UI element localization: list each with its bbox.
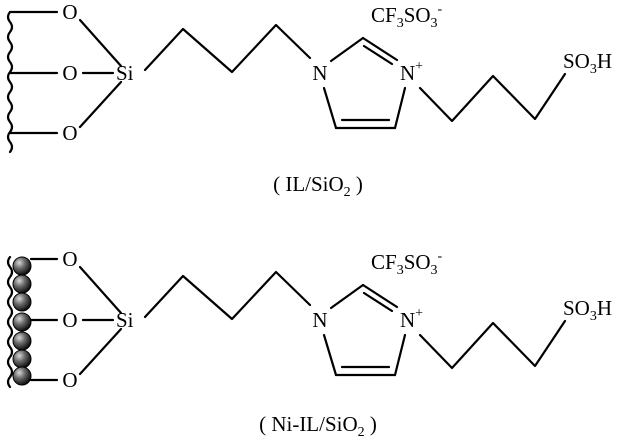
n3-symbol: N [400,61,415,85]
imidazolium-n1: N [312,61,327,85]
ring-bond-n1-c5 [322,333,338,377]
nickel-particle [12,256,32,276]
oxygen-bot: O [62,368,77,392]
anion-sub2: 3 [431,263,438,278]
oxygen-top: O [62,0,77,24]
anion-sub1: 3 [397,16,404,31]
n3-charge: + [415,59,423,74]
nickel-particle [12,366,32,386]
nickel-particle [12,331,32,351]
anion-charge: - [438,2,443,17]
structure-il-sio2: O O O Si N N+ CF3SO3- SO3H ( IL/SiO2 ) [6,0,612,200]
structure-ni-il-sio2: O O O Si N N+ CF3SO3- SO3H ( Ni-IL/SiO2 … [6,247,612,440]
acid-sub: 3 [590,62,597,77]
oxygen-top: O [62,247,77,271]
imidazolium-n3: N+ [400,306,423,332]
o-si-bond-top [78,18,123,68]
caption-ni-il-sio2: ( Ni-IL/SiO2 ) [259,412,377,440]
oxygen-mid: O [62,61,77,85]
silica-surface-wavy [6,255,14,389]
silicon-atom: Si [116,61,134,85]
nickel-particle [12,349,32,369]
imidazolium-n3: N+ [400,59,423,85]
ring-double-bond-c2-n3 [362,291,394,313]
oxygen-mid: O [62,308,77,332]
caption-close: ) [351,172,363,196]
ring-bond-c2-n3 [361,36,399,62]
ring-bond-c2-n3 [361,283,399,309]
o-si-bond-bot [78,80,123,129]
ring-bond-n1-c5 [322,86,338,130]
ring-bond-c4-n3 [393,333,407,377]
anion-cf: CF [371,250,397,274]
acid-h: H [597,49,612,73]
caption-sub: 2 [344,185,351,200]
silicon-atom: Si [116,308,134,332]
n3-charge: + [415,306,423,321]
anion-sub1: 3 [397,263,404,278]
acid-sub: 3 [590,309,597,324]
propyl-linker [143,23,312,74]
sulfopropyl-chain [418,72,567,123]
ring-bond-n1-c2 [329,283,365,310]
nickel-particle [12,312,32,332]
anion-charge: - [438,249,443,264]
ring-bond-c4-n3 [393,86,407,130]
nickel-particle [12,292,32,312]
sulfonic-acid-group: SO3H [563,49,612,77]
caption-open: ( IL/SiO [273,172,344,196]
oxygen-bot: O [62,121,77,145]
triflate-anion: CF3SO3- [371,249,443,278]
ring-double-bond-c2-n3 [362,44,394,66]
anion-so: SO [404,250,431,274]
sulfonic-acid-group: SO3H [563,296,612,324]
acid-so: SO [563,296,590,320]
triflate-anion: CF3SO3- [371,2,443,31]
nickel-particles [12,256,32,386]
ring-bond-n1-c2 [329,36,365,63]
anion-cf: CF [371,3,397,27]
propyl-linker [143,270,312,321]
imidazolium-n1: N [312,308,327,332]
anion-sub2: 3 [431,16,438,31]
acid-h: H [597,296,612,320]
anion-so: SO [404,3,431,27]
o-si-bond-bot [78,327,123,376]
caption-il-sio2: ( IL/SiO2 ) [273,172,363,200]
caption-sub: 2 [358,425,365,440]
sulfopropyl-chain [418,319,567,370]
acid-so: SO [563,49,590,73]
caption-open: ( Ni-IL/SiO [259,412,358,436]
nickel-particle [12,274,32,294]
o-si-bond-top [78,265,123,315]
n3-symbol: N [400,308,415,332]
caption-close: ) [365,412,377,436]
silica-surface-wavy [6,10,14,154]
